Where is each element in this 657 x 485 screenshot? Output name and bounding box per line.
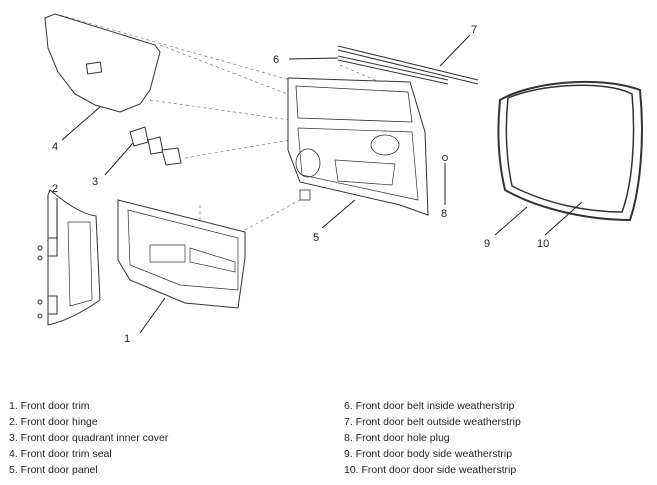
quadrant-inner-cover-part: [129, 126, 182, 166]
legend-item: 2. Front door hinge: [9, 416, 98, 428]
legend-left: 1. Front door trim 2. Front door hinge 3…: [9, 398, 168, 478]
callout-leaders: [56, 34, 583, 334]
legend-item: 1. Front door trim: [9, 400, 90, 412]
legend-item: 9. Front door body side weatherstrip: [344, 448, 513, 460]
legend-right: 6. Front door belt inside weatherstrip 7…: [344, 398, 521, 478]
legend-item: 6. Front door belt inside weatherstrip: [344, 400, 515, 412]
callout-8: 8: [441, 208, 447, 220]
callout-7: 7: [471, 24, 477, 36]
callout-1: 1: [124, 333, 130, 345]
trim-seal-part: [44, 13, 161, 113]
legend-item: 5. Front door panel: [9, 464, 98, 476]
callout-3: 3: [92, 176, 98, 188]
callout-6: 6: [273, 54, 279, 66]
callout-2: 2: [52, 183, 58, 195]
hole-plug-part: [442, 155, 448, 161]
legend-item: 3. Front door quadrant inner cover: [9, 432, 169, 444]
callout-9: 9: [484, 238, 490, 250]
legend-item: 4. Front door trim seal: [9, 448, 112, 460]
callout-4: 4: [52, 141, 58, 153]
legend-item: 8. Front door hole plug: [344, 432, 450, 444]
belt-weatherstrip-part: [337, 45, 479, 85]
door-trim-part: [117, 199, 246, 309]
door-hinge-part: [37, 189, 101, 326]
legend-item: 7. Front door belt outside weatherstrip: [344, 416, 521, 428]
door-panel-part: [287, 77, 429, 216]
exploded-door-diagram: 1 2 3 4 5 6 7 8 9 10: [37, 13, 643, 345]
callout-10: 10: [537, 238, 549, 250]
legend-item: 10. Front door door side weatherstrip: [344, 464, 517, 476]
callout-5: 5: [313, 232, 319, 244]
side-weatherstrip-part: [497, 80, 643, 222]
